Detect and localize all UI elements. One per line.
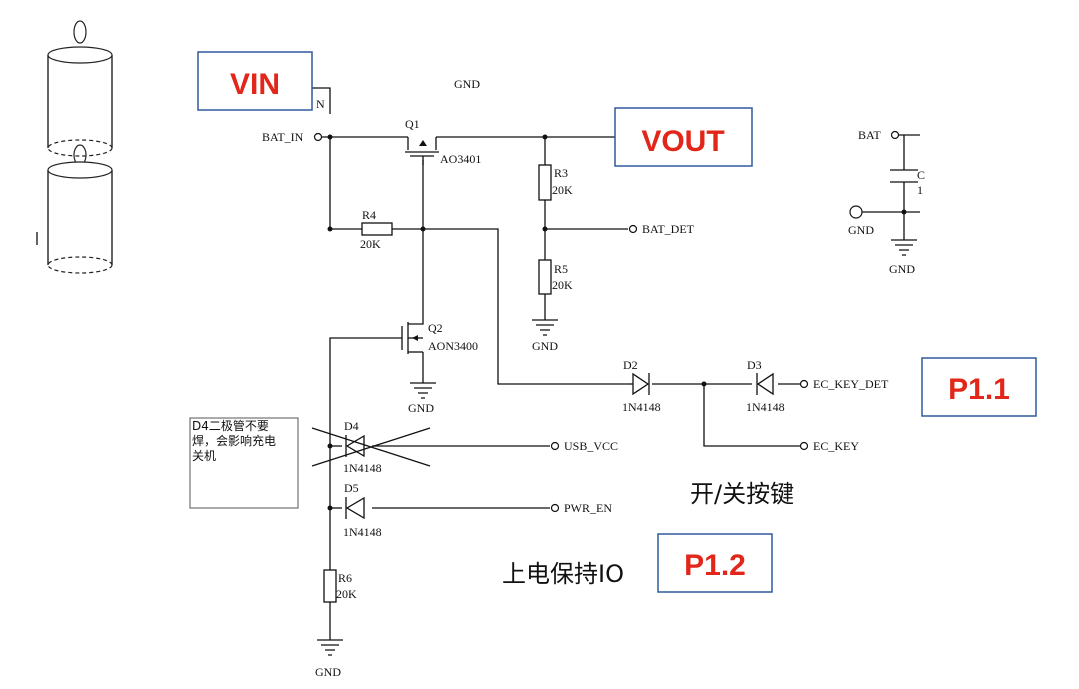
q1-ref: Q1 xyxy=(405,117,420,131)
net-bat-in-partial: N xyxy=(316,97,325,111)
gnd-label-q2: GND xyxy=(408,401,434,415)
r4-ref: R4 xyxy=(362,208,376,222)
r3-resistor-symbol xyxy=(538,164,552,201)
q1-mosfet-symbol xyxy=(405,137,439,165)
r4-resistor-symbol xyxy=(361,222,393,236)
d5-diode-symbol xyxy=(345,496,365,520)
d4-note-line1: D4二极管不要 xyxy=(192,418,269,433)
d5-ref: D5 xyxy=(344,481,359,495)
junction-dots xyxy=(327,134,907,511)
r6-ref: R6 xyxy=(338,571,352,585)
d4-note-box xyxy=(189,417,299,509)
r3-value: 20K xyxy=(552,183,573,197)
cap-value-partial: 1 xyxy=(917,183,923,197)
r5-resistor-symbol xyxy=(538,259,552,295)
net-bat-det: BAT_DET xyxy=(642,222,695,236)
d3-value: 1N4148 xyxy=(746,400,785,414)
net-gnd-right-node: GND xyxy=(848,223,874,237)
battery-illustration xyxy=(36,20,113,274)
gnd-label-r6: GND xyxy=(315,665,341,679)
d2-ref: D2 xyxy=(623,358,638,372)
power-hold-io-label: 上电保持IO xyxy=(502,560,624,588)
d5-value: 1N4148 xyxy=(343,525,382,539)
gnd-symbol-right xyxy=(891,239,917,256)
r4-value: 20K xyxy=(360,237,381,251)
callout-vout: VOUT xyxy=(614,107,753,167)
q2-ref: Q2 xyxy=(428,321,443,335)
r5-value: 20K xyxy=(552,278,573,292)
d3-ref: D3 xyxy=(747,358,762,372)
d4-note-line3: 关机 xyxy=(192,449,216,463)
net-usb-vcc: USB_VCC xyxy=(564,439,618,453)
gnd-symbol-r6 xyxy=(317,639,343,656)
net-ec-key-det: EC_KEY_DET xyxy=(813,377,889,391)
gnd-symbol-q2 xyxy=(410,382,436,399)
q1-value: AO3401 xyxy=(440,152,481,166)
d3-diode-symbol xyxy=(756,372,774,396)
gnd-symbol-r5 xyxy=(532,319,558,336)
callout-vin: VIN xyxy=(197,51,313,111)
d4-diode-symbol xyxy=(311,427,431,467)
d4-value: 1N4148 xyxy=(343,461,382,475)
gnd-label-r5: GND xyxy=(532,339,558,353)
net-terminals xyxy=(313,130,900,513)
d4-ref: D4 xyxy=(344,419,359,433)
r5-ref: R5 xyxy=(554,262,568,276)
net-bat-right: BAT xyxy=(858,128,881,142)
d2-value: 1N4148 xyxy=(622,400,661,414)
net-gnd-top: GND xyxy=(454,77,480,91)
net-pwr-en: PWR_EN xyxy=(564,501,612,515)
power-key-label: 开/关按键 xyxy=(690,480,794,508)
net-bat-in: BAT_IN xyxy=(262,130,304,144)
r3-ref: R3 xyxy=(554,166,568,180)
wires xyxy=(312,87,920,640)
callout-vin-text: VIN xyxy=(230,68,280,101)
callout-p12-text: P1.2 xyxy=(684,549,746,582)
d4-note-line2: 焊，会影响充电 xyxy=(192,433,276,448)
gnd-label-right: GND xyxy=(889,262,915,276)
net-ec-key: EC_KEY xyxy=(813,439,859,453)
callout-p12: P1.2 xyxy=(657,533,773,593)
r6-resistor-symbol xyxy=(323,569,337,603)
r6-value: 20K xyxy=(336,587,357,601)
callout-p11: P1.1 xyxy=(921,357,1037,417)
q2-mosfet-symbol xyxy=(401,318,424,354)
cap-ref-partial: C xyxy=(917,168,925,182)
callout-vout-text: VOUT xyxy=(641,125,724,158)
q2-value: AON3400 xyxy=(428,339,478,353)
callout-p11-text: P1.1 xyxy=(948,373,1010,406)
capacitor-symbol-right xyxy=(890,169,918,183)
d2-diode-symbol xyxy=(628,372,650,396)
